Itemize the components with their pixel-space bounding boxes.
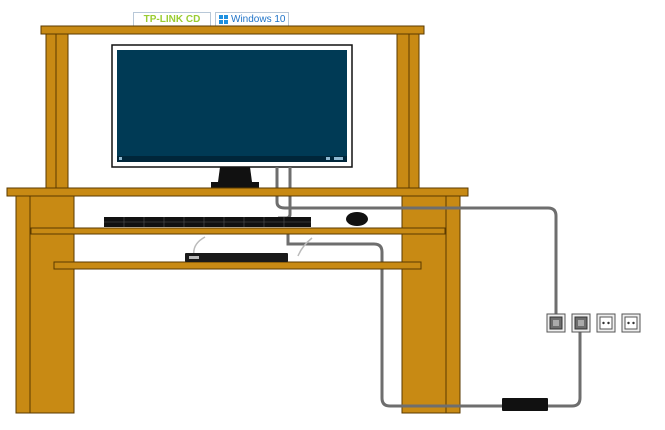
power-socket-icon[interactable] xyxy=(596,313,616,333)
tplink-cd-label: TP-LINK CD xyxy=(143,14,201,25)
monitor-foot xyxy=(211,182,259,188)
hutch-top-shelf xyxy=(40,25,425,35)
outlet-1-used[interactable] xyxy=(546,313,566,333)
pc-power-cable xyxy=(286,232,502,408)
monitor-taskbar xyxy=(117,156,347,162)
monitor-neck xyxy=(218,167,252,182)
power-socket-icon[interactable] xyxy=(621,313,641,333)
mini-pc[interactable] xyxy=(185,253,288,262)
mini-pc-ports xyxy=(189,256,199,259)
hutch-left-post-inner xyxy=(55,33,69,190)
monitor-screen xyxy=(117,50,347,162)
keyboard-keys xyxy=(104,217,311,227)
keyboard-shelf xyxy=(30,227,446,235)
tray-icon xyxy=(326,157,330,160)
hutch-left-post-outer xyxy=(45,33,57,190)
clock-icon xyxy=(334,157,343,160)
adapter-to-outlet-cable xyxy=(548,330,582,408)
hutch-right-post-inner xyxy=(396,33,410,190)
start-button-icon xyxy=(119,157,122,160)
windows-10-label: Windows 10 xyxy=(231,14,286,25)
desk-right-leg-outer xyxy=(445,195,461,414)
windows-logo-icon xyxy=(219,15,228,24)
desk-left-leg-outer xyxy=(15,195,31,414)
monitor-to-outlet-cable xyxy=(275,167,558,323)
hutch-right-post-outer xyxy=(408,33,420,190)
power-adapter[interactable] xyxy=(502,398,548,411)
mouse-icon[interactable] xyxy=(346,212,368,226)
pc-shelf xyxy=(53,261,422,270)
desk-top xyxy=(6,187,469,197)
outlet-2-used[interactable] xyxy=(571,313,591,333)
mouse-usb-cable xyxy=(297,237,313,257)
